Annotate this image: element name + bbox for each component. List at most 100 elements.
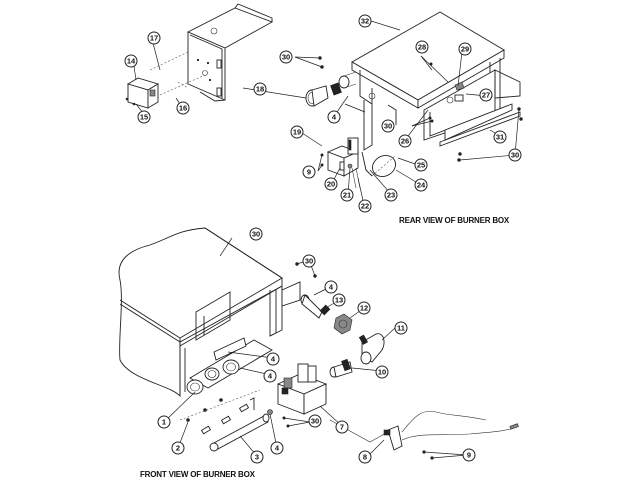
callout-17: 17 [147,31,161,45]
callout-28: 28 [415,40,429,54]
part-3-manifold [179,389,273,452]
callout-4-front-bottom: 4 [270,441,284,455]
callout-15: 15 [137,110,151,124]
callout-32: 32 [358,14,372,28]
svg-text:1: 1 [162,418,166,427]
callout-4-rear: 4 [327,110,341,124]
callout-3: 3 [250,450,264,464]
front-panel-ports [186,337,273,395]
svg-text:9: 9 [307,168,311,177]
callout-11: 11 [394,321,408,335]
callout-1: 1 [157,415,171,429]
svg-text:15: 15 [140,113,148,122]
svg-text:2: 2 [176,444,180,453]
callout-9-front: 9 [462,448,476,462]
callout-18: 18 [253,82,267,96]
callout-10: 10 [375,365,389,379]
svg-text:4: 4 [268,372,273,381]
svg-text:16: 16 [179,104,187,113]
svg-text:12: 12 [360,304,368,313]
callout-4-front-top: 4 [324,280,338,294]
svg-text:8: 8 [363,453,367,462]
front-view-caption: FRONT VIEW OF BURNER BOX [140,470,255,479]
callout-29: 29 [458,42,472,56]
callout-30-front-top: 30 [249,227,263,241]
part-13-nipple [300,294,331,319]
svg-text:31: 31 [496,133,504,142]
svg-text:30: 30 [282,53,290,62]
callout-20: 20 [324,177,338,191]
part-10-nipple [329,358,353,378]
svg-text:3: 3 [255,453,259,462]
svg-text:25: 25 [417,161,425,170]
svg-text:30: 30 [511,151,519,160]
svg-text:14: 14 [127,57,136,66]
callout-13: 13 [332,293,346,307]
part-7-gas-valve [276,363,328,415]
svg-text:28: 28 [418,43,426,52]
callout-24: 24 [414,178,428,192]
callout-16: 16 [176,101,190,115]
svg-text:24: 24 [417,181,426,190]
callout-12: 12 [357,301,371,315]
callout-2: 2 [171,441,185,455]
svg-text:32: 32 [361,17,369,26]
callout-8: 8 [358,450,372,464]
callout-23: 23 [384,188,398,202]
rear-bracket-column [344,100,397,151]
svg-text:10: 10 [378,368,386,377]
part-11-elbow [358,333,385,365]
part-18-fitting [305,71,357,107]
svg-text:7: 7 [340,423,344,432]
part-19-20-switch [326,137,361,189]
callout-14: 14 [124,54,138,68]
svg-text:4: 4 [332,113,337,122]
part-8-igniter-wires [329,410,519,460]
part-14-block [125,77,160,109]
part-12-coupling [333,313,353,335]
callout-22: 22 [358,199,372,213]
callout-25: 25 [414,158,428,172]
callout-19: 19 [290,125,304,139]
svg-text:21: 21 [343,191,351,200]
callout-30-rear-center: 30 [381,119,395,133]
svg-text:11: 11 [397,324,405,333]
callout-7: 7 [335,420,349,434]
svg-text:19: 19 [293,128,301,137]
svg-text:18: 18 [256,85,264,94]
svg-text:22: 22 [361,202,369,211]
mounting-bracket [186,3,274,102]
svg-text:29: 29 [461,45,469,54]
svg-text:30: 30 [252,230,260,239]
callout-26: 26 [398,134,412,148]
callout-30-rear-left: 30 [279,50,293,64]
callout-27: 27 [479,88,493,102]
exploded-guide-lines-top-left [149,51,206,96]
svg-text:30: 30 [384,122,392,131]
front-burner-box [118,227,301,398]
svg-text:4: 4 [271,355,276,364]
callout-31: 31 [493,130,507,144]
callout-21: 21 [340,188,354,202]
callout-4-front-mid: 4 [266,352,280,366]
svg-text:30: 30 [305,257,313,266]
callout-9-rear: 9 [302,165,316,179]
callout-30-rear-right: 30 [508,148,522,162]
callout-4-front-low: 4 [263,369,277,383]
svg-text:30: 30 [311,417,319,426]
fastener-dots-rear [318,56,523,167]
svg-text:4: 4 [329,283,334,292]
svg-text:23: 23 [387,191,395,200]
callout-30-front-right: 30 [302,254,316,268]
svg-text:20: 20 [327,180,335,189]
svg-text:17: 17 [150,34,158,43]
svg-text:9: 9 [467,451,471,460]
part-23-24-disc [361,151,396,177]
svg-text:4: 4 [275,444,280,453]
svg-text:26: 26 [401,137,409,146]
callout-30-front-bottom: 30 [308,414,322,428]
rear-view-caption: REAR VIEW OF BURNER BOX [399,216,510,225]
rear-burner-box [351,11,521,147]
svg-text:27: 27 [482,91,490,100]
